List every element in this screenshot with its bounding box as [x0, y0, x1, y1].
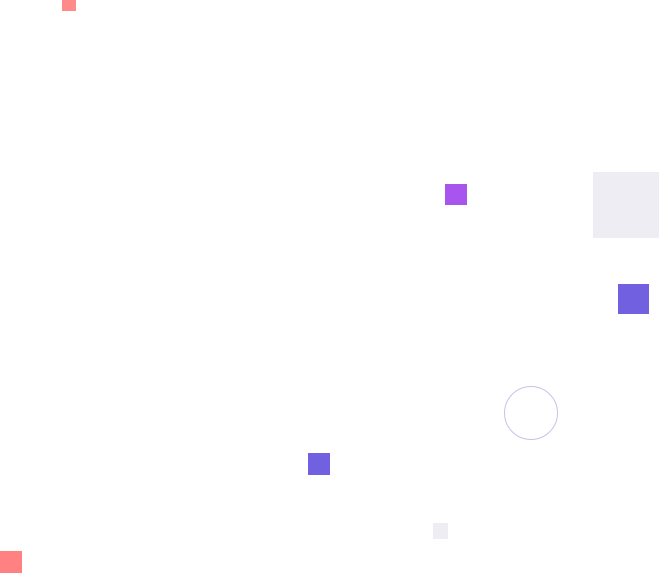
decorative-outline-circle — [504, 386, 558, 440]
decorative-lavender-panel — [593, 172, 659, 238]
decorative-violet-square — [445, 184, 467, 205]
decorative-salmon-square-bottom — [0, 551, 22, 573]
decorative-indigo-square-center — [308, 453, 330, 475]
decorative-lavender-square-small — [433, 523, 448, 539]
decorative-indigo-square-right — [618, 284, 649, 314]
decorative-salmon-square-top — [62, 0, 76, 11]
